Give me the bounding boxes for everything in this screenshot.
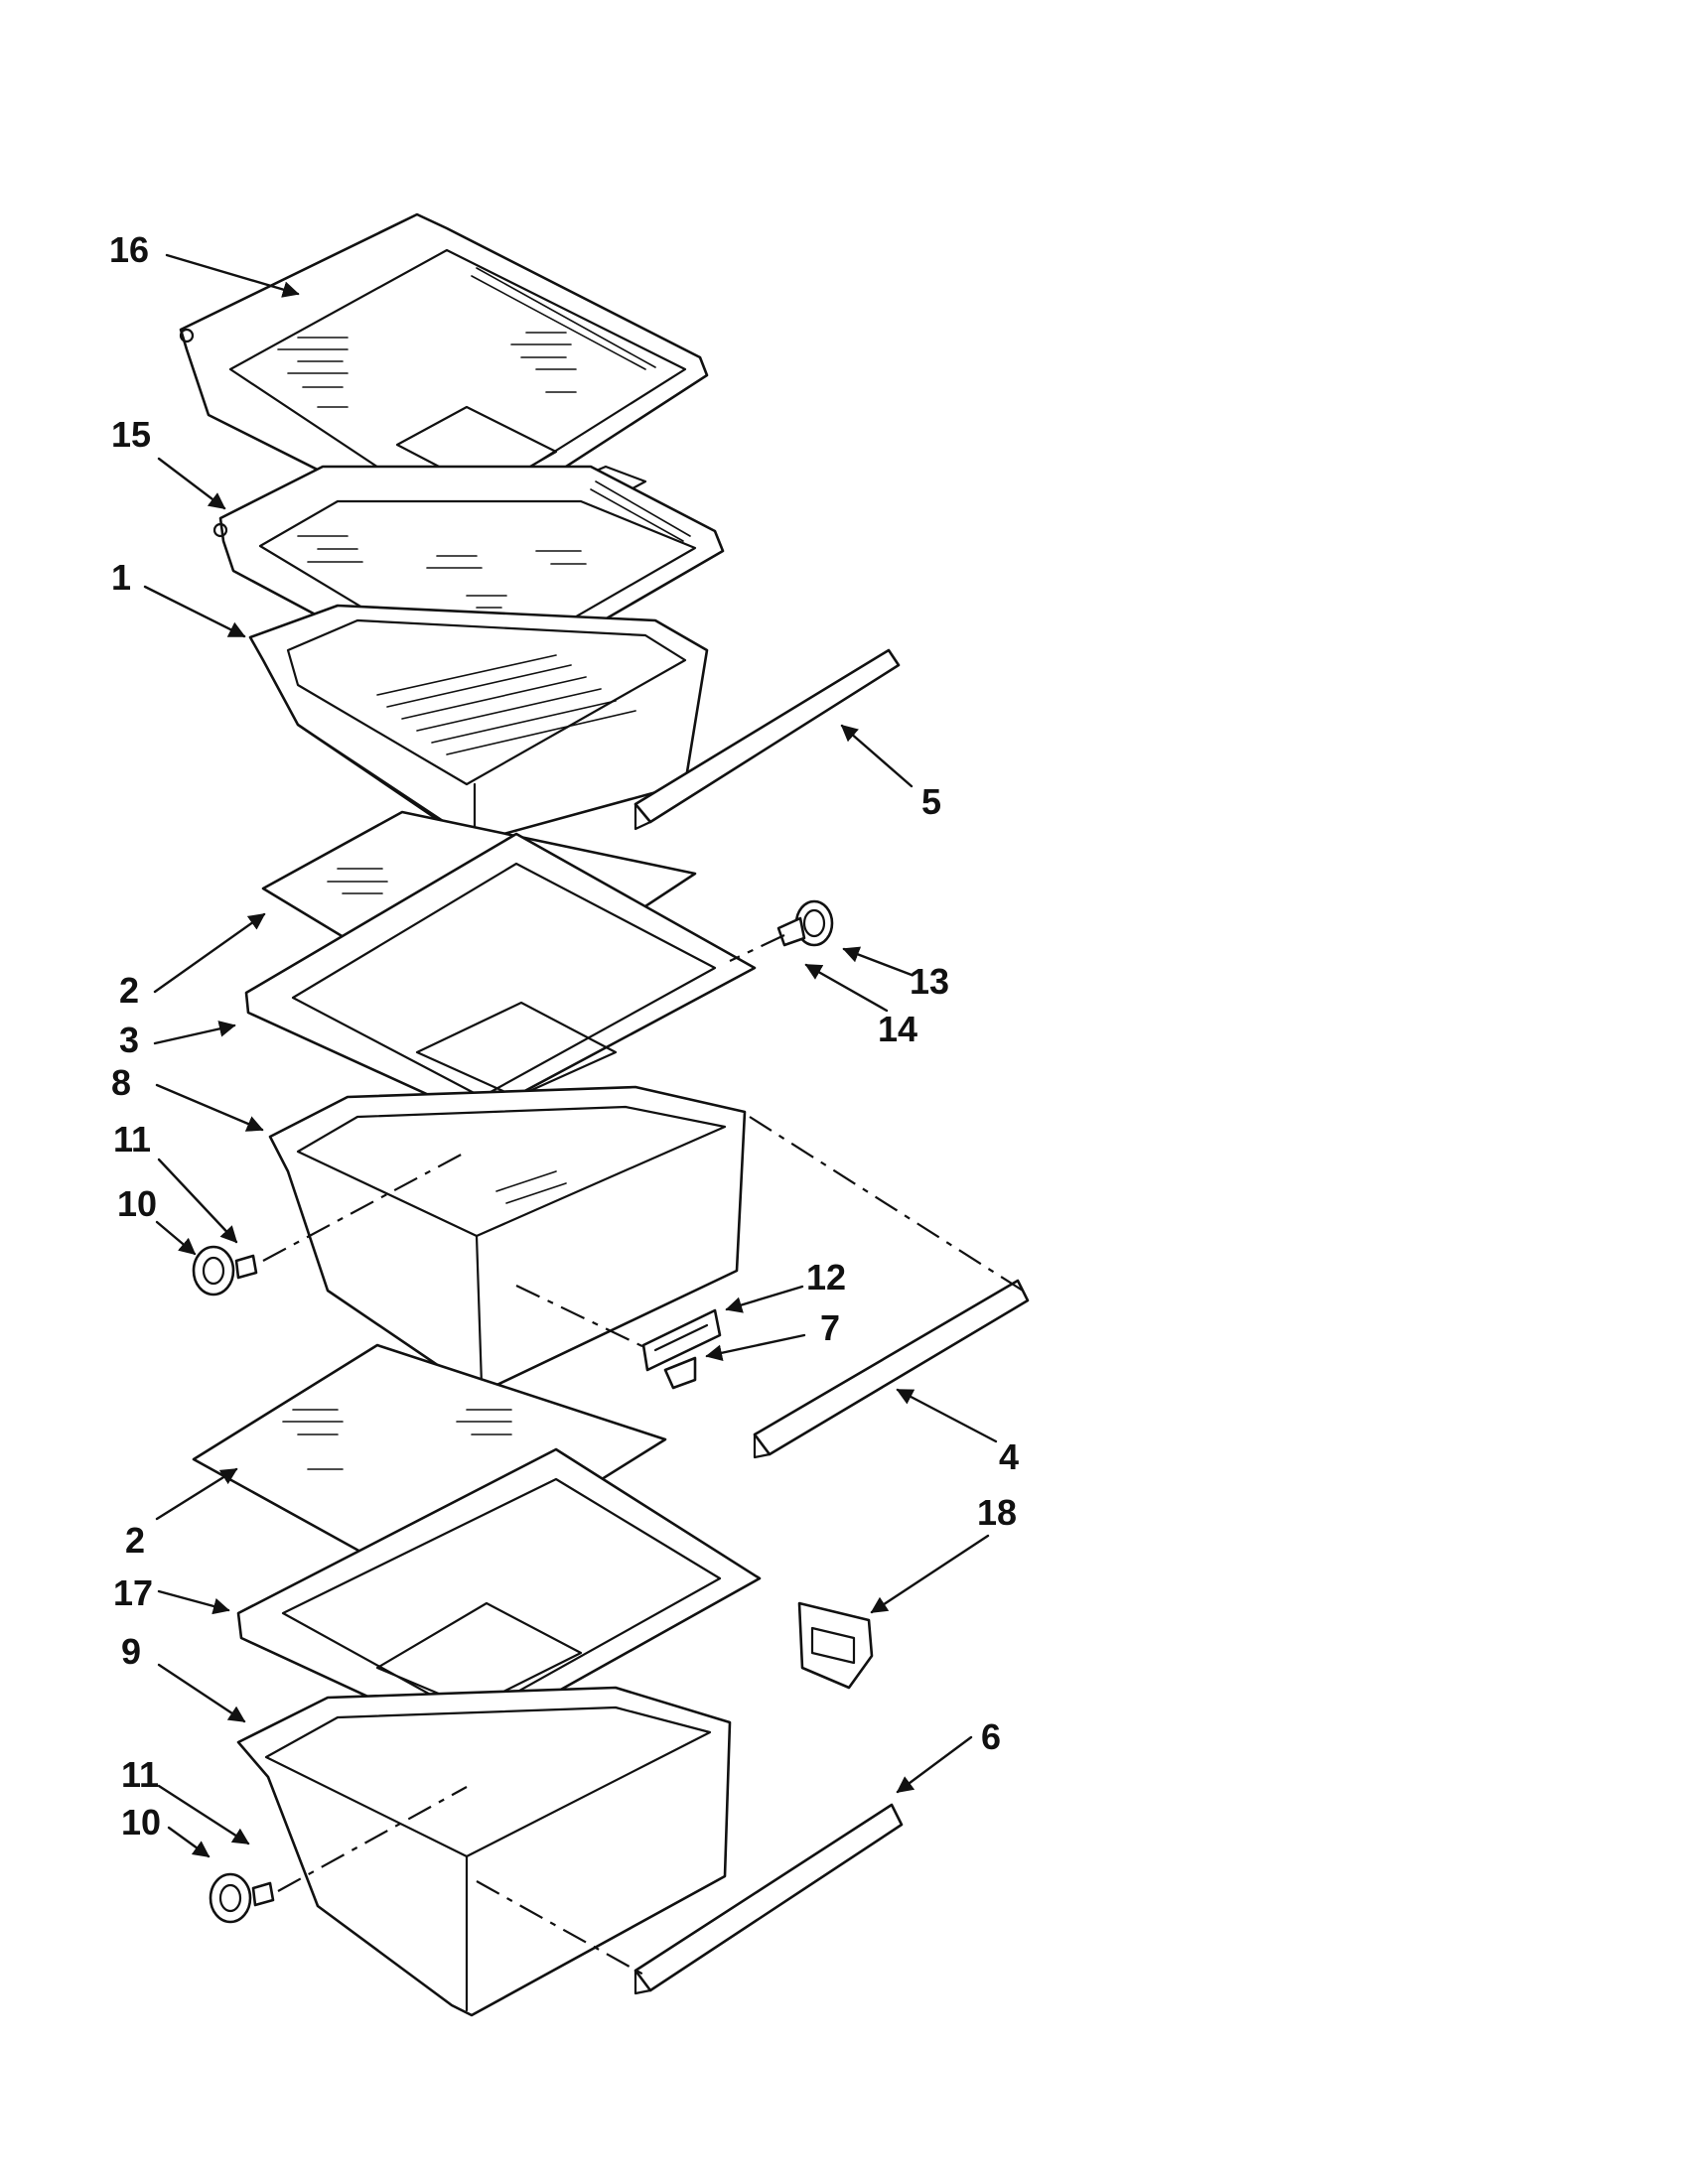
callout-5: 5 [921, 781, 941, 822]
part-16-shelf-frame [179, 212, 709, 538]
callout-2-lower: 2 [125, 1520, 145, 1561]
part-1-crisper-pan [248, 604, 709, 844]
part-18-bracket [797, 1601, 874, 1690]
part-4-rail [753, 1279, 1030, 1459]
part-5-rail [633, 648, 901, 831]
callout-13: 13 [910, 961, 949, 1002]
callout-14: 14 [878, 1009, 917, 1049]
callout-2-upper: 2 [119, 970, 139, 1011]
callout-6: 6 [981, 1716, 1001, 1757]
callout-18: 18 [977, 1492, 1017, 1533]
part-3-cover-frame [244, 832, 757, 1119]
callout-1: 1 [111, 557, 131, 598]
part-10-11-lower-roller [209, 1872, 275, 1924]
part-13-14-roller-screw [776, 899, 834, 947]
part-8-crisper-drawer [268, 1085, 747, 1392]
part-12-7-clips [641, 1308, 722, 1390]
callout-12: 12 [806, 1257, 846, 1297]
callout-15: 15 [111, 414, 151, 455]
callout-11-upper: 11 [113, 1119, 151, 1160]
part-6-rail [633, 1803, 904, 1995]
part-9-crisper-drawer [236, 1686, 732, 2017]
callout-17: 17 [113, 1572, 153, 1613]
callout-10-lower: 10 [121, 1802, 161, 1843]
callout-8: 8 [111, 1062, 131, 1103]
callout-11-lower: 11 [121, 1754, 159, 1795]
assembly-lines [262, 934, 1024, 1977]
callout-9: 9 [121, 1631, 141, 1672]
callout-4: 4 [999, 1436, 1019, 1477]
part-10-11-upper-roller [192, 1245, 258, 1297]
callout-7: 7 [820, 1307, 840, 1348]
callout-16: 16 [109, 229, 149, 270]
callout-3: 3 [119, 1020, 139, 1060]
part-2-lower-glass [192, 1343, 667, 1590]
callout-labels: 16 15 1 5 2 3 13 14 8 11 10 12 7 4 2 18 … [109, 229, 1019, 1843]
leader-lines [143, 253, 998, 1858]
callout-10-upper: 10 [117, 1183, 157, 1224]
